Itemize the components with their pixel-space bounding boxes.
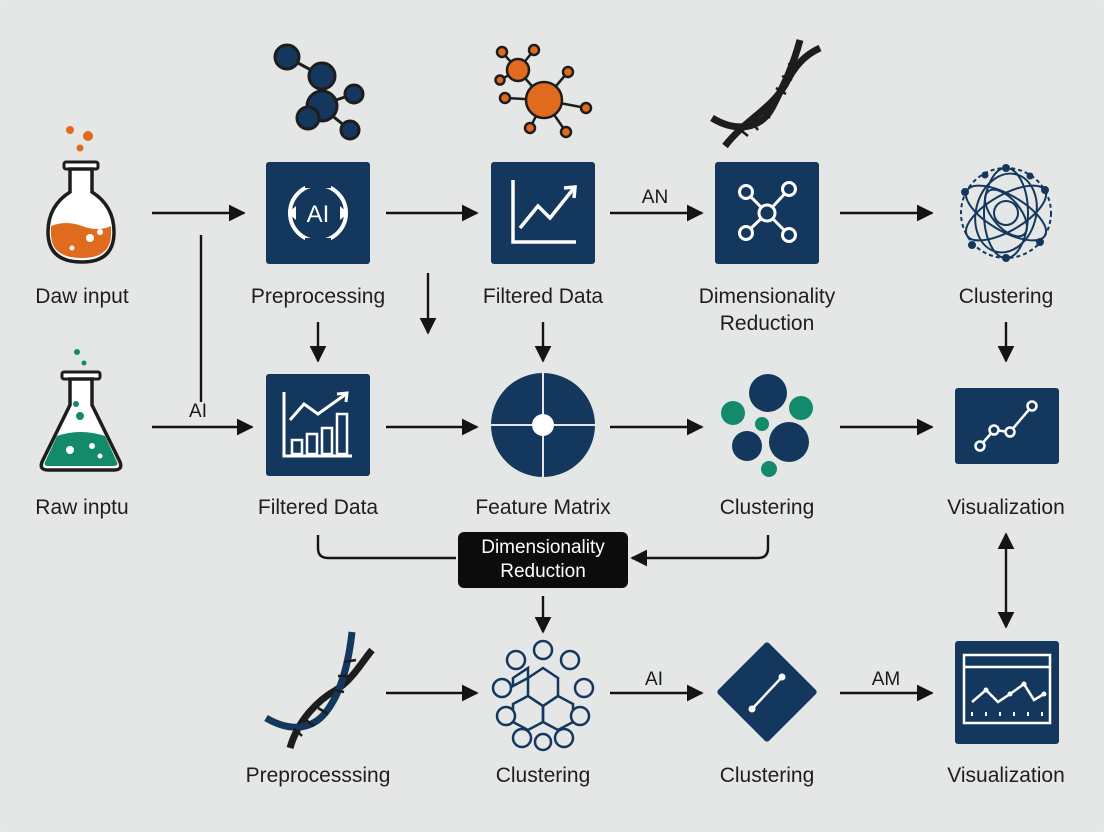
dna-icon (710, 39, 822, 149)
row2-clustering-label: Clustering (719, 496, 815, 519)
crosshair-circle-icon (491, 373, 595, 477)
diamond-link-icon (717, 642, 817, 742)
flask-green-icon (39, 349, 123, 472)
scatter-line-icon (955, 388, 1059, 464)
molecule-orange-icon (494, 43, 593, 139)
bar-chart-icon (266, 374, 370, 476)
monitor-chart-icon (955, 641, 1059, 744)
bubbles-icon (721, 374, 813, 477)
line-chart-icon (491, 162, 595, 264)
row2-filtered-label: Filtered Data (257, 496, 379, 519)
row3-preprocessing-label: Preprocesssing (245, 764, 391, 787)
row3-clustering2-label: Clustering (719, 764, 815, 787)
row3-visualization-label: Visualization (947, 764, 1065, 787)
edge-label-an: AN (641, 187, 669, 208)
row2-feature-label: Feature Matrix (475, 496, 611, 519)
bracket-right-to-box (630, 535, 770, 567)
edge-label-ai-row3: AI (645, 669, 663, 690)
row2-visualization-label: Visualization (947, 496, 1065, 519)
row2-source-label: Raw inptu (35, 496, 129, 519)
flask-orange-icon (46, 126, 116, 264)
row1-preprocessing-label: Preprocessing (250, 285, 386, 308)
row1-dimred-label: Dimensionality Reduction (698, 285, 836, 335)
network-nodes-icon (715, 162, 819, 264)
dimensionality-reduction-box-label: Dimensionality Reduction (481, 537, 605, 582)
row3-clustering-label: Clustering (495, 764, 591, 787)
ai-chip-icon: AI (266, 162, 370, 264)
edge-label-ai-row2: AI (189, 401, 207, 422)
dimensionality-reduction-box: Dimensionality Reduction (458, 532, 628, 588)
row1-filtered-label: Filtered Data (482, 285, 604, 308)
row1-clustering-label: Clustering (958, 285, 1054, 308)
network-ball-icon (960, 164, 1052, 262)
row1-source-label: Daw input (35, 285, 129, 308)
edge-label-am: AM (871, 669, 901, 690)
molecule-navy-icon (273, 43, 365, 141)
bracket-left-to-box (316, 535, 456, 560)
svg-text:AI: AI (307, 201, 330, 228)
dna-icon (264, 631, 375, 750)
arrows (152, 204, 1015, 702)
hexagon-graph-icon (491, 639, 595, 752)
